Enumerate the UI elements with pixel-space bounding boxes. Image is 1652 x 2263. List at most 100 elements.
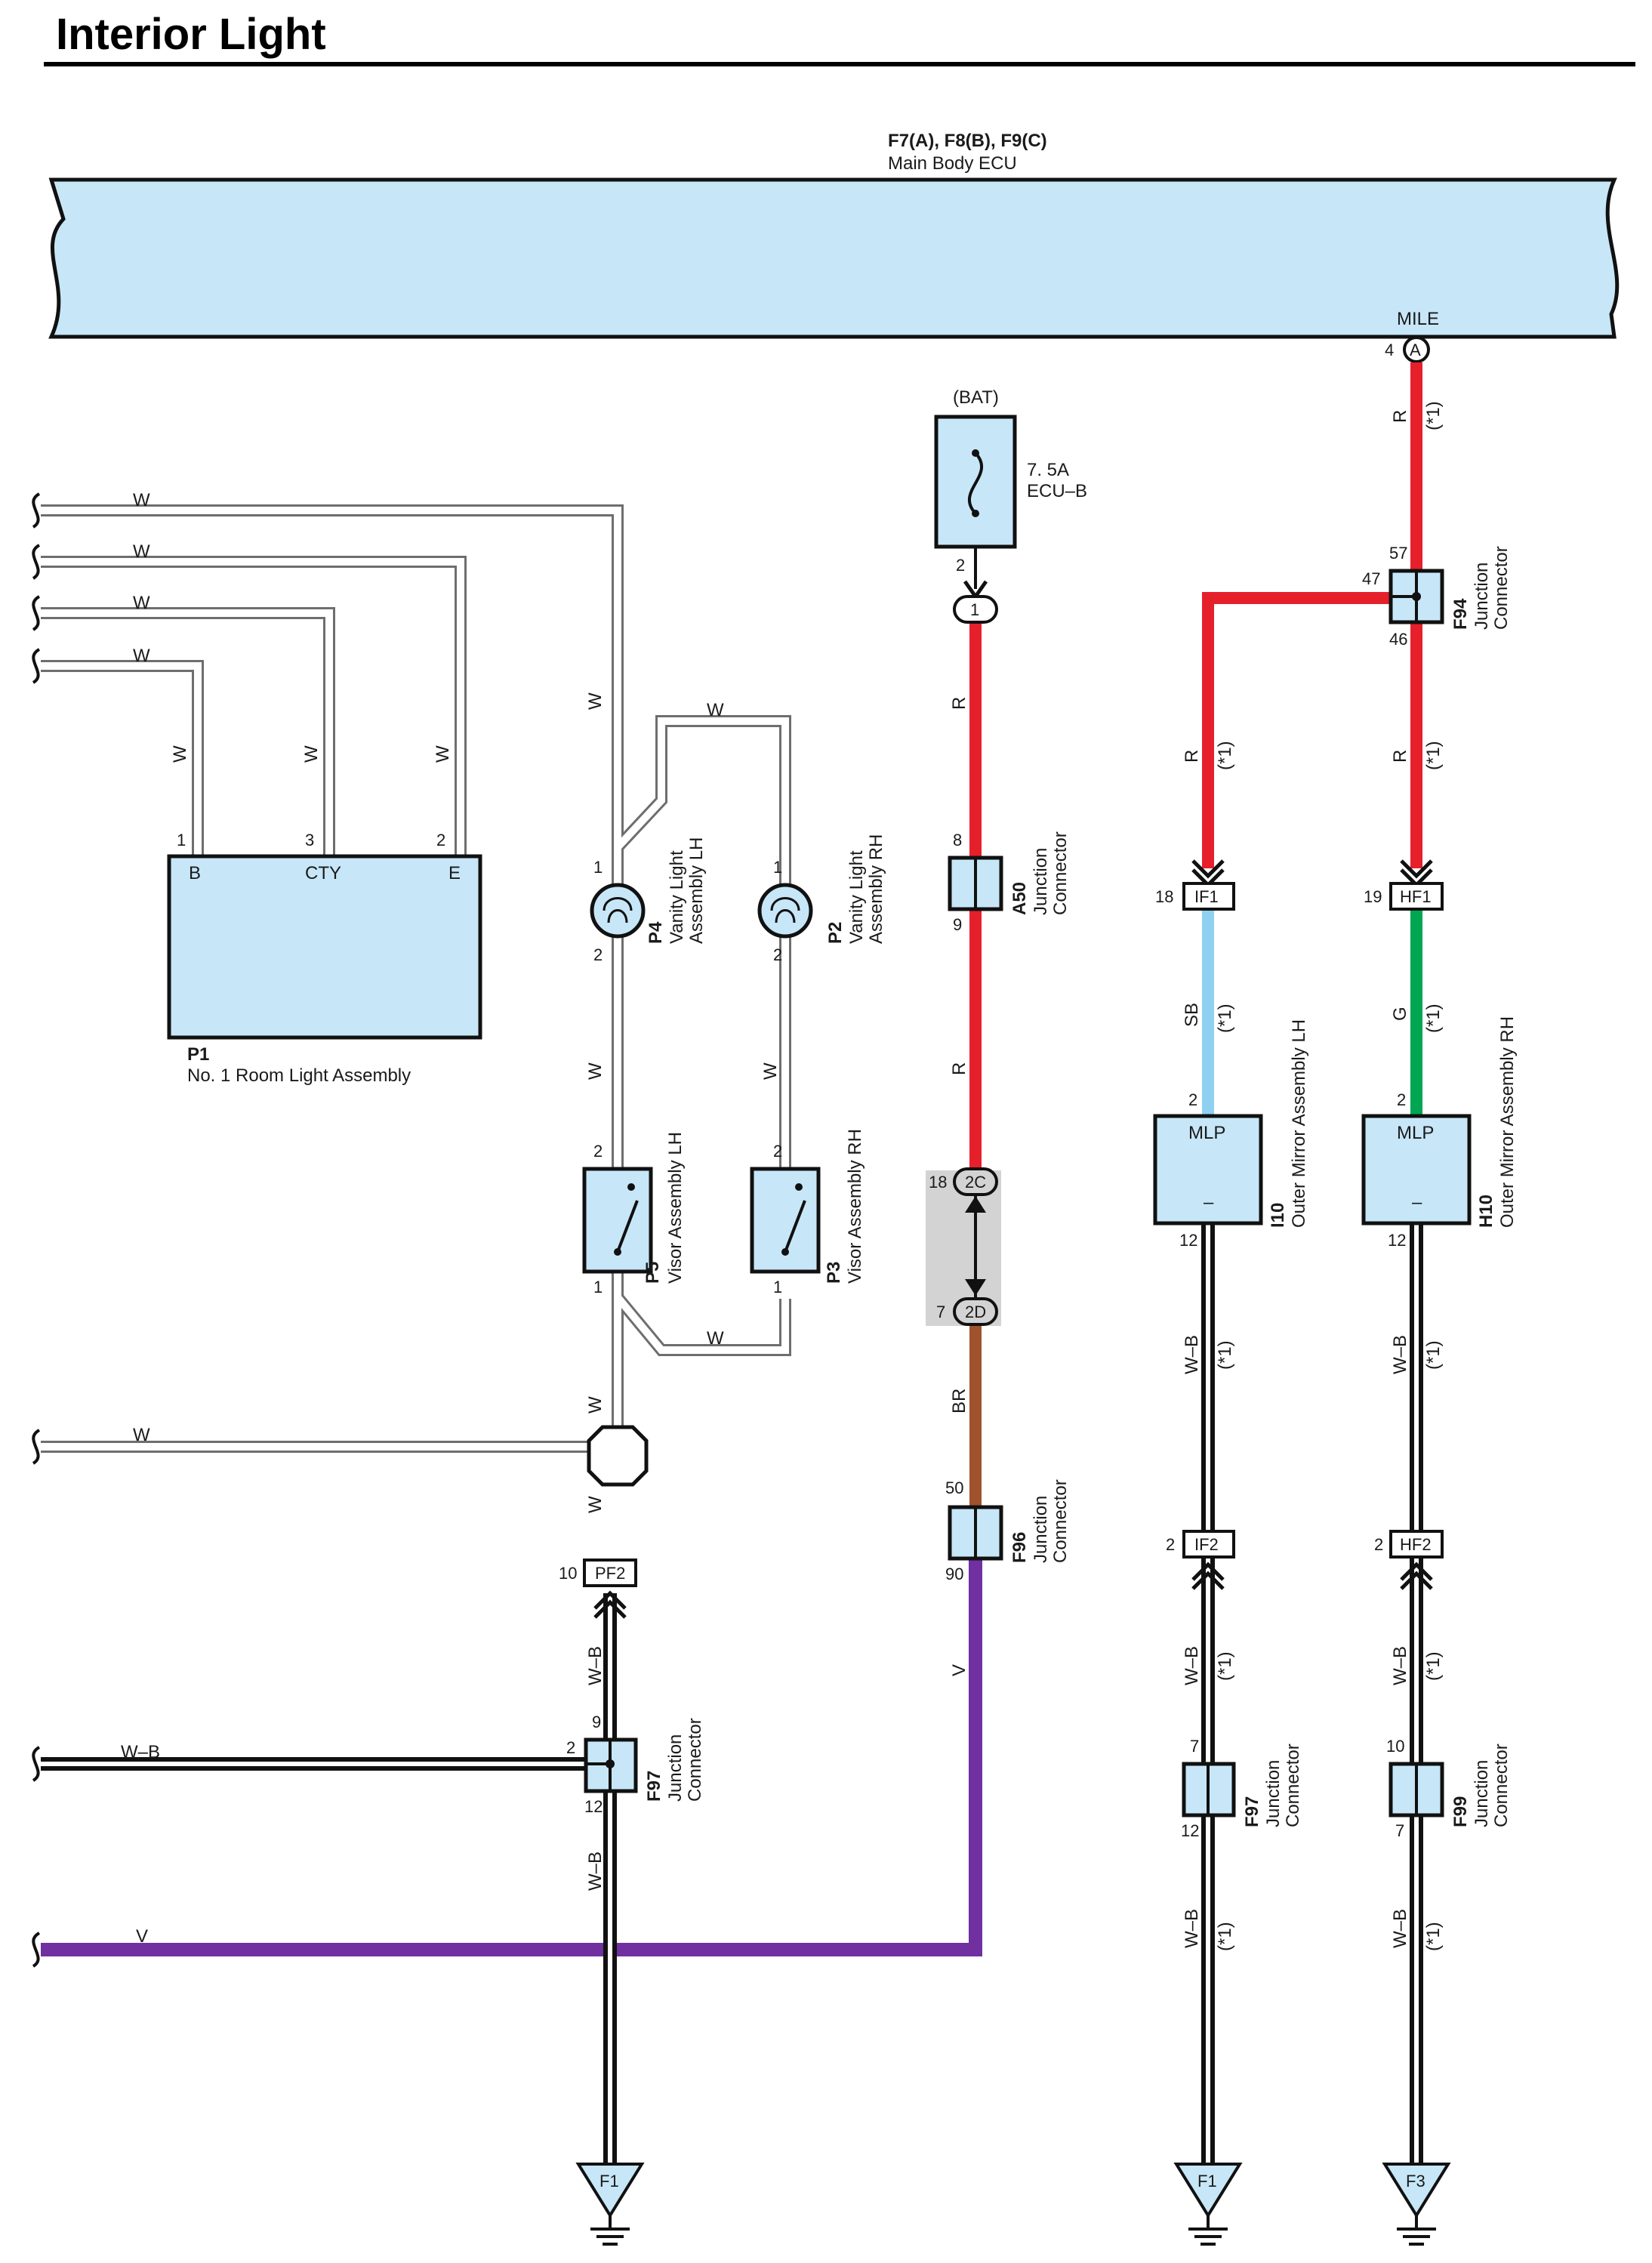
fuse-ecu-b[interactable]: (BAT) 7. 5A ECU–B 2: [934, 387, 1087, 600]
svg-text:Connector: Connector: [1050, 831, 1071, 915]
svg-text:Assembly LH: Assembly LH: [686, 837, 707, 944]
connector-pf2: PF2 10: [559, 1559, 637, 1619]
svg-text:Connector: Connector: [1491, 546, 1512, 630]
connector-hf1: HF1 19: [1364, 859, 1444, 911]
svg-text:57: 57: [1389, 544, 1407, 563]
svg-text:47: 47: [1362, 569, 1380, 588]
svg-text:F97: F97: [644, 1771, 664, 1802]
svg-text:B: B: [189, 863, 201, 883]
svg-text:(*1): (*1): [1215, 1922, 1235, 1951]
svg-text:2: 2: [566, 1738, 575, 1757]
svg-text:9: 9: [953, 915, 962, 934]
i10-outer-mirror-lh[interactable]: MLP – 2 12 I10 Outer Mirror Assembly LH: [1153, 1019, 1309, 1250]
svg-text:W–B: W–B: [1182, 1909, 1202, 1948]
page-title: Interior Light: [56, 10, 326, 59]
p4-vanity-light-lh[interactable]: 1 2 P4 Vanity Light Assembly LH: [590, 837, 707, 964]
p2-vanity-light-rh[interactable]: 1 2 P2 Vanity Light Assembly RH: [757, 834, 886, 964]
svg-text:MLP: MLP: [1397, 1123, 1434, 1143]
svg-text:F97: F97: [1242, 1796, 1262, 1827]
svg-text:Connector: Connector: [1050, 1479, 1071, 1563]
fuse-source: (BAT): [953, 387, 999, 408]
svg-text:Vanity Light: Vanity Light: [846, 850, 867, 944]
f99-junction-connector[interactable]: 10 7 F99 Junction Connector: [1386, 1737, 1512, 1840]
svg-text:Connector: Connector: [1283, 1743, 1303, 1827]
svg-text:Junction: Junction: [1031, 848, 1051, 915]
svg-text:F1: F1: [599, 2172, 619, 2191]
svg-text:12: 12: [1181, 1821, 1199, 1840]
svg-text:W–B: W–B: [1182, 1646, 1202, 1685]
svg-text:W–B: W–B: [121, 1742, 160, 1762]
svg-text:P4: P4: [646, 921, 666, 944]
svg-text:F3: F3: [1406, 2172, 1425, 2191]
svg-text:(*1): (*1): [1423, 741, 1444, 770]
p3-visor-assembly-rh[interactable]: 2 1 P3 Visor Assembly RH: [750, 1129, 865, 1296]
svg-text:50: 50: [945, 1478, 963, 1497]
svg-text:18: 18: [929, 1173, 947, 1192]
svg-text:W–B: W–B: [1182, 1335, 1202, 1374]
svg-text:7: 7: [1190, 1737, 1199, 1756]
connector-hf2: HF2 2: [1374, 1530, 1444, 1590]
svg-text:W: W: [133, 646, 150, 666]
svg-text:P2: P2: [825, 922, 846, 944]
svg-text:R: R: [1390, 750, 1410, 763]
svg-text:W: W: [707, 700, 724, 720]
svg-text:I10: I10: [1268, 1203, 1288, 1228]
svg-text:CTY: CTY: [305, 863, 341, 883]
ecu-codes: F7(A), F8(B), F9(C): [888, 131, 1047, 151]
p5-visor-assembly-lh[interactable]: 2 1 P5 Visor Assembly LH: [582, 1132, 686, 1296]
svg-text:Connector: Connector: [1491, 1743, 1512, 1827]
wire-wb-group: [41, 1223, 1423, 2167]
svg-text:H10: H10: [1476, 1195, 1496, 1228]
svg-text:No. 1 Room Light Assembly: No. 1 Room Light Assembly: [187, 1065, 411, 1086]
fuse-rating: 7. 5A: [1027, 460, 1069, 480]
f94-junction-connector[interactable]: 57 47 46 F94 Junction Connector: [1362, 544, 1512, 649]
p1-room-light-assembly[interactable]: B CTY E 1 3 2 P1 No. 1 Room Light Assemb…: [167, 831, 482, 1086]
ecu-terminal-a: A 4: [1385, 336, 1430, 363]
svg-text:R: R: [949, 697, 969, 710]
svg-text:Outer Mirror Assembly LH: Outer Mirror Assembly LH: [1289, 1019, 1309, 1228]
svg-text:W–B: W–B: [1390, 1909, 1410, 1948]
wire-break-marks: [32, 492, 41, 1968]
svg-text:P5: P5: [643, 1262, 663, 1284]
svg-text:12: 12: [1388, 1231, 1406, 1250]
connector-2c-2d: 2C 18 2D 7: [926, 1167, 1001, 1326]
svg-text:Outer Mirror Assembly RH: Outer Mirror Assembly RH: [1497, 1016, 1518, 1228]
svg-text:2: 2: [1188, 1090, 1197, 1109]
svg-text:1: 1: [773, 1278, 782, 1296]
svg-text:W–B: W–B: [585, 1646, 606, 1685]
svg-text:R: R: [1390, 410, 1410, 423]
svg-text:2: 2: [1166, 1535, 1175, 1554]
svg-text:2: 2: [436, 831, 445, 849]
f96-junction-connector[interactable]: 50 90 F96 Junction Connector: [945, 1478, 1071, 1583]
svg-text:F1: F1: [1197, 2172, 1217, 2191]
f97-junction-connector-mid[interactable]: 7 12 F97 Junction Connector: [1181, 1737, 1303, 1840]
svg-text:Junction: Junction: [1031, 1496, 1051, 1563]
svg-text:A: A: [1410, 341, 1421, 359]
ecu-terminal-mile: MILE: [1397, 309, 1439, 329]
svg-text:W–B: W–B: [585, 1851, 606, 1891]
svg-text:HF1: HF1: [1400, 887, 1432, 906]
svg-text:W: W: [585, 1062, 606, 1080]
svg-text:W–B: W–B: [1390, 1646, 1410, 1685]
svg-text:1: 1: [970, 600, 979, 619]
svg-text:Assembly RH: Assembly RH: [866, 834, 886, 944]
svg-text:SB: SB: [1182, 1003, 1202, 1027]
svg-text:W–B: W–B: [1390, 1335, 1410, 1374]
svg-text:9: 9: [592, 1713, 601, 1731]
main-body-ecu[interactable]: F7(A), F8(B), F9(C) Main Body ECU MILE: [48, 131, 1620, 339]
a50-junction-connector[interactable]: 8 9 A50 Junction Connector: [948, 831, 1071, 934]
svg-text:18: 18: [1155, 887, 1173, 906]
svg-text:F96: F96: [1009, 1532, 1030, 1563]
svg-text:MLP: MLP: [1188, 1123, 1225, 1143]
svg-text:–: –: [1412, 1192, 1422, 1213]
svg-text:R: R: [949, 1062, 969, 1075]
f97-junction-connector-left[interactable]: 9 2 12 F97 Junction Connector: [566, 1713, 705, 1816]
svg-text:E: E: [448, 863, 461, 883]
svg-text:HF2: HF2: [1400, 1535, 1432, 1554]
svg-text:–: –: [1204, 1192, 1214, 1213]
svg-text:Connector: Connector: [685, 1718, 705, 1802]
connector-1: 1: [953, 595, 998, 624]
h10-outer-mirror-rh[interactable]: MLP – 2 12 H10 Outer Mirror Assembly RH: [1361, 1016, 1518, 1250]
svg-text:3: 3: [305, 831, 314, 849]
